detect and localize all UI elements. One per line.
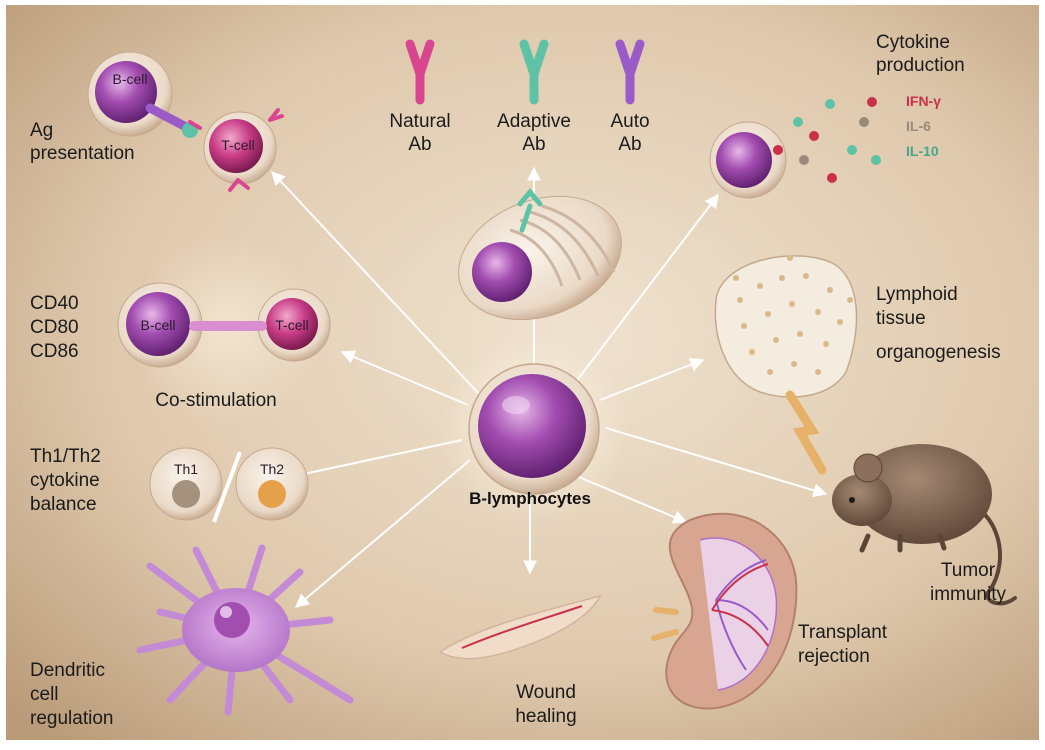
ag-label-line2: presentation bbox=[30, 143, 135, 164]
center-label: B-lymphocytes bbox=[469, 489, 591, 508]
costim-t-cell-label: T-cell bbox=[275, 317, 308, 333]
natural-ab-line2: Ab bbox=[408, 134, 431, 155]
ag-t-cell-label: T-cell bbox=[221, 137, 254, 153]
th2-label: Th2 bbox=[260, 461, 284, 477]
th1-label: Th1 bbox=[174, 461, 198, 477]
natural-ab-line1: Natural bbox=[389, 111, 450, 132]
costim-b-cell-label: B-cell bbox=[140, 317, 175, 333]
il6-label: IL-6 bbox=[906, 118, 931, 134]
dendritic-label-line3: regulation bbox=[30, 708, 113, 729]
th-label-line2: cytokine bbox=[30, 470, 100, 491]
ag-b-cell-label: B-cell bbox=[112, 71, 147, 87]
cytokine-label-line1: Cytokine bbox=[876, 32, 950, 53]
tumor-label-line1: Tumor bbox=[941, 560, 996, 581]
cd86-label: CD86 bbox=[30, 341, 79, 362]
transplant-label-line1: Transplant bbox=[798, 622, 888, 643]
adaptive-ab-line1: Adaptive bbox=[497, 111, 571, 132]
dendritic-label-line1: Dendritic bbox=[30, 660, 105, 681]
tumor-label-line2: immunity bbox=[930, 584, 1007, 605]
wound-label-line2: healing bbox=[515, 706, 576, 727]
dendritic-label-line2: cell bbox=[30, 684, 59, 705]
lymphoid-label-line2: tissue bbox=[876, 308, 926, 329]
il10-label: IL-10 bbox=[906, 143, 939, 159]
auto-ab-line2: Ab bbox=[618, 134, 641, 155]
th-label-line3: balance bbox=[30, 494, 97, 515]
cd40-label: CD40 bbox=[30, 293, 79, 314]
lymphoid-label-line3: organogenesis bbox=[876, 342, 1001, 363]
adaptive-ab-line2: Ab bbox=[522, 134, 545, 155]
auto-ab-line1: Auto bbox=[610, 111, 649, 132]
costimulation-label: Co-stimulation bbox=[155, 390, 276, 411]
ifn-gamma-label: IFN-γ bbox=[906, 93, 941, 109]
wound-label-line1: Wound bbox=[516, 682, 576, 703]
ag-label-line1: Ag bbox=[30, 120, 53, 141]
th-label-line1: Th1/Th2 bbox=[30, 446, 101, 467]
transplant-label-line2: rejection bbox=[798, 646, 870, 667]
lymphoid-label-line1: Lymphoid bbox=[876, 284, 958, 305]
cd80-label: CD80 bbox=[30, 317, 79, 338]
cytokine-label-line2: production bbox=[876, 55, 965, 76]
